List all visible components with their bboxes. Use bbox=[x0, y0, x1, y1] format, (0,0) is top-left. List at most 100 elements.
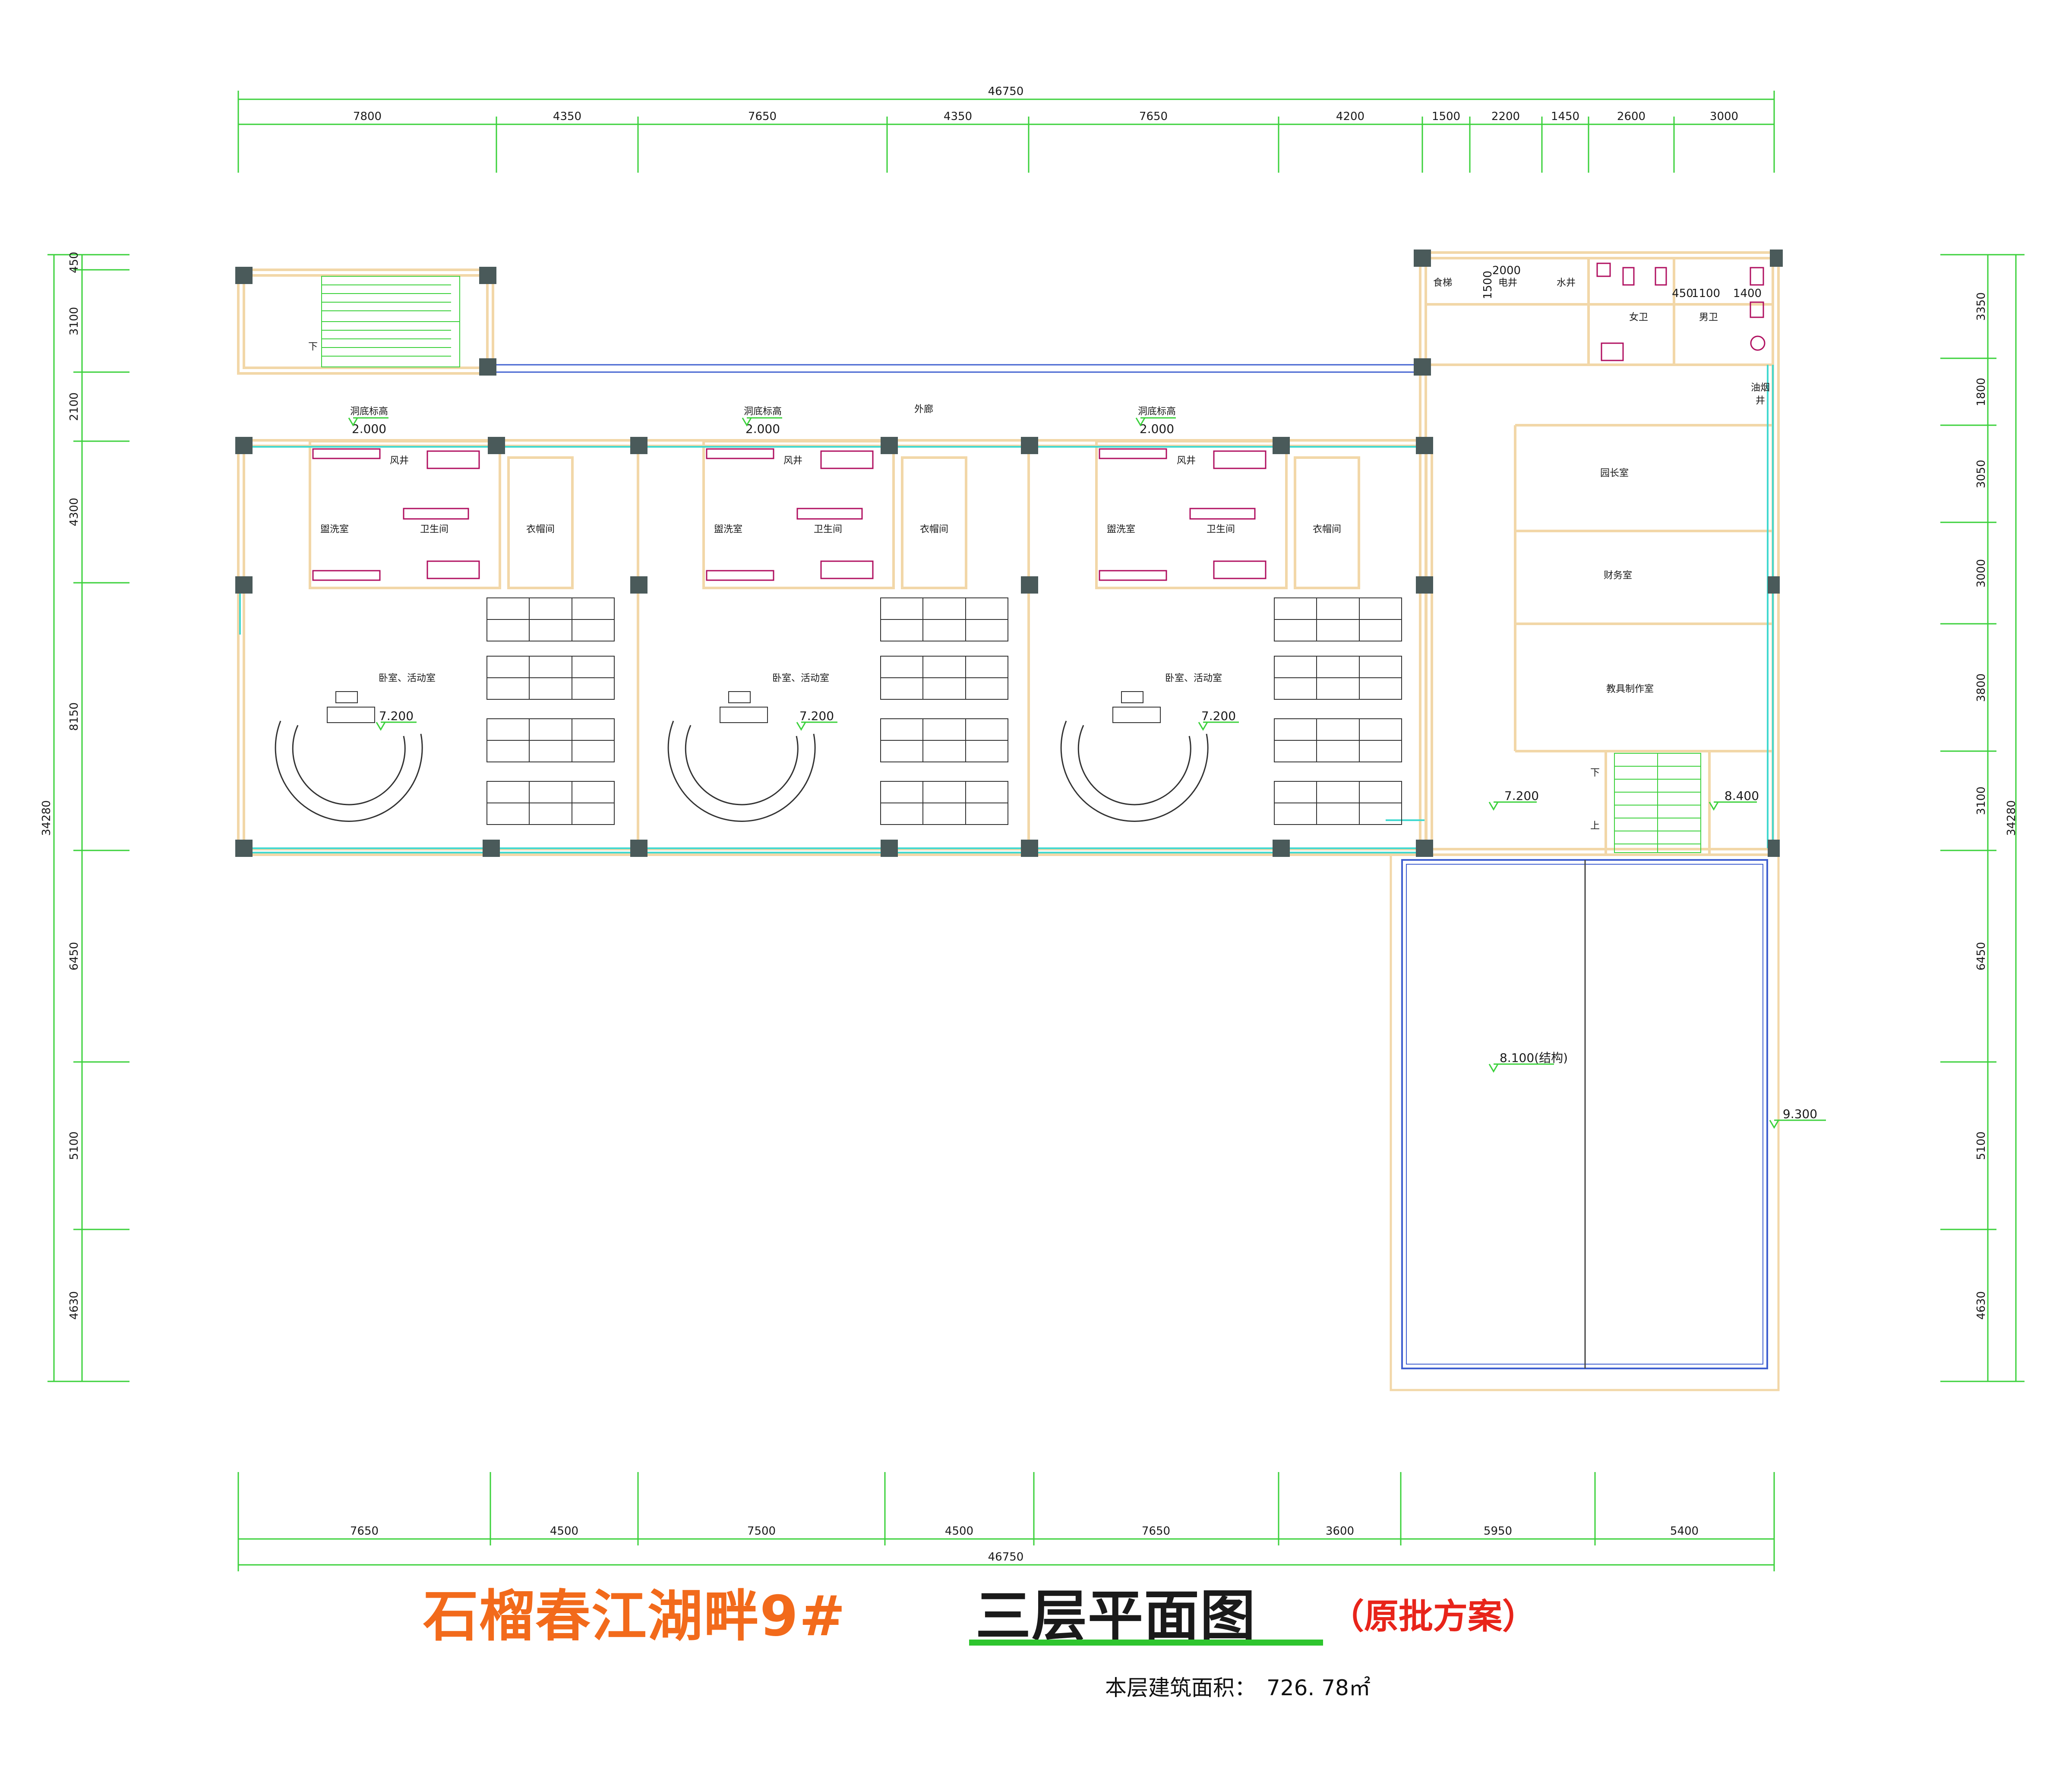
dim-right-8: 5100 bbox=[1975, 1131, 1988, 1160]
label-washroom-3: 盥洗室 bbox=[1107, 524, 1135, 535]
sanitary-fixtures bbox=[312, 262, 1766, 581]
dim-right-1: 3350 bbox=[1975, 292, 1988, 321]
dim-top-4: 4350 bbox=[944, 110, 972, 123]
stair-top-left bbox=[321, 276, 460, 367]
dim-bottom-3: 7500 bbox=[747, 1525, 776, 1538]
bottom-dimension-lines bbox=[237, 1472, 1775, 1571]
elev-room-2: 7.200 bbox=[799, 709, 834, 723]
dim-top-5: 7650 bbox=[1139, 110, 1168, 123]
label-director: 园长室 bbox=[1600, 468, 1629, 479]
dim-top-9: 1450 bbox=[1551, 110, 1579, 123]
label-bedroom-3: 卧室、活动室 bbox=[1165, 673, 1222, 684]
dim-bottom-2: 4500 bbox=[550, 1525, 578, 1538]
dim-left-2: 3100 bbox=[68, 307, 81, 335]
label-smoke-shaft-2: 井 bbox=[1756, 395, 1765, 406]
label-airshaft-3: 风井 bbox=[1177, 455, 1196, 466]
dim-right-7: 6450 bbox=[1975, 942, 1988, 970]
label-water-shaft: 水井 bbox=[1557, 278, 1576, 288]
elev-sink-3: 2.000 bbox=[1140, 422, 1174, 436]
label-sink-height-2: 洞底标高 bbox=[744, 406, 782, 417]
drawing-title-block: 石榴春江湖畔9# 三层平面图 （原批方案） bbox=[423, 1571, 1589, 1649]
label-toilet-3: 卫生间 bbox=[1207, 524, 1235, 535]
dim-bottom-6: 3600 bbox=[1326, 1525, 1354, 1538]
dim-right-5: 3800 bbox=[1975, 673, 1988, 702]
dim-left-6: 6450 bbox=[68, 942, 81, 970]
label-washroom-2: 盥洗室 bbox=[714, 524, 742, 535]
dim-right-4: 3000 bbox=[1975, 559, 1988, 588]
right-dimension-lines bbox=[1940, 254, 2025, 1382]
dim-left-7: 5100 bbox=[68, 1131, 81, 1160]
dim-right-2: 1800 bbox=[1975, 378, 1988, 406]
classroom-furniture bbox=[275, 597, 1402, 825]
title-note: （原批方案） bbox=[1330, 1596, 1537, 1637]
label-airshaft-1: 风井 bbox=[390, 455, 409, 466]
dim-toilet-1400: 1400 bbox=[1733, 287, 1762, 300]
label-corridor: 外廊 bbox=[914, 404, 933, 415]
label-cloakroom-3: 衣帽间 bbox=[1313, 524, 1341, 535]
dim-top-8: 2200 bbox=[1491, 110, 1520, 123]
floor-area-value: 726. 78㎡ bbox=[1267, 1675, 1371, 1700]
elev-room-1: 7.200 bbox=[379, 709, 414, 723]
glazing-lines bbox=[239, 365, 1774, 853]
building-walls bbox=[237, 251, 1780, 856]
dim-right-6: 3100 bbox=[1975, 787, 1988, 815]
label-airshaft-2: 风井 bbox=[783, 455, 802, 466]
dim-left-total: 34280 bbox=[40, 800, 53, 836]
label-washroom-1: 盥洗室 bbox=[320, 524, 349, 535]
floor-title: 三层平面图 bbox=[976, 1584, 1257, 1649]
label-stair-down-right: 下 bbox=[1590, 768, 1600, 778]
label-women: 女卫 bbox=[1629, 312, 1648, 323]
elev-stair: 8.400 bbox=[1725, 789, 1759, 803]
dim-top-6: 4200 bbox=[1336, 110, 1364, 123]
roof-terrace bbox=[1390, 853, 1780, 1391]
label-elec-shaft: 电井 bbox=[1498, 278, 1517, 288]
label-toilet-2: 卫生间 bbox=[814, 524, 842, 535]
elev-roof: 8.100(结构) bbox=[1500, 1051, 1568, 1065]
label-sink-height-1: 洞底标高 bbox=[350, 406, 388, 417]
elev-edge: 9.300 bbox=[1783, 1107, 1817, 1121]
dim-left-3: 2100 bbox=[68, 392, 81, 421]
dim-toilet-2000: 2000 bbox=[1492, 264, 1521, 277]
dim-top-total: 46750 bbox=[988, 85, 1024, 98]
dim-left-4: 4300 bbox=[68, 498, 81, 526]
floor-area: 本层建筑面积： 726. 78㎡ bbox=[1105, 1671, 1381, 1702]
dim-toilet-450: 450 bbox=[1672, 287, 1693, 300]
dim-right-9: 4630 bbox=[1975, 1291, 1988, 1320]
floor-area-label: 本层建筑面积： bbox=[1105, 1675, 1256, 1700]
label-bedroom-2: 卧室、活动室 bbox=[772, 673, 829, 684]
dim-top-10: 2600 bbox=[1617, 110, 1646, 123]
label-finance: 财务室 bbox=[1604, 570, 1632, 581]
project-title: 石榴春江湖畔9# bbox=[423, 1584, 846, 1649]
dim-left-8: 4630 bbox=[68, 1291, 81, 1320]
dim-bottom-1: 7650 bbox=[350, 1525, 379, 1538]
dim-bottom-7: 5950 bbox=[1484, 1525, 1512, 1538]
structural-columns bbox=[235, 250, 1783, 857]
elev-hall: 7.200 bbox=[1504, 789, 1539, 803]
label-smoke-shaft-1: 油烟 bbox=[1751, 382, 1770, 393]
elev-sink-1: 2.000 bbox=[352, 422, 386, 436]
dim-bottom-4: 4500 bbox=[945, 1525, 973, 1538]
dim-right-total: 34280 bbox=[2005, 800, 2018, 836]
label-sink-height-3: 洞底标高 bbox=[1138, 406, 1176, 417]
label-stair-down-left: 下 bbox=[308, 341, 318, 352]
dim-bottom-total: 46750 bbox=[988, 1551, 1024, 1564]
elev-sink-2: 2.000 bbox=[745, 422, 780, 436]
label-toilet-1: 卫生间 bbox=[420, 524, 449, 535]
dim-bottom-8: 5400 bbox=[1670, 1525, 1699, 1538]
dim-toilet-1500: 1500 bbox=[1481, 271, 1494, 299]
dim-top-7: 1500 bbox=[1432, 110, 1460, 123]
dim-toilet-1100: 1100 bbox=[1692, 287, 1720, 300]
elevation-markers bbox=[348, 417, 1826, 1129]
dim-top-3: 7650 bbox=[748, 110, 777, 123]
label-stair-up-right: 上 bbox=[1590, 821, 1600, 831]
label-toy-room: 教具制作室 bbox=[1606, 684, 1654, 695]
top-dimension-lines bbox=[237, 91, 1775, 173]
dim-bottom-5: 7650 bbox=[1142, 1525, 1170, 1538]
dim-right-3: 3050 bbox=[1975, 460, 1988, 488]
label-cloakroom-1: 衣帽间 bbox=[526, 524, 555, 535]
dim-top-1: 7800 bbox=[353, 110, 382, 123]
dim-top-2: 4350 bbox=[553, 110, 581, 123]
link-corridor bbox=[493, 364, 1420, 373]
stair-right bbox=[1614, 753, 1701, 853]
